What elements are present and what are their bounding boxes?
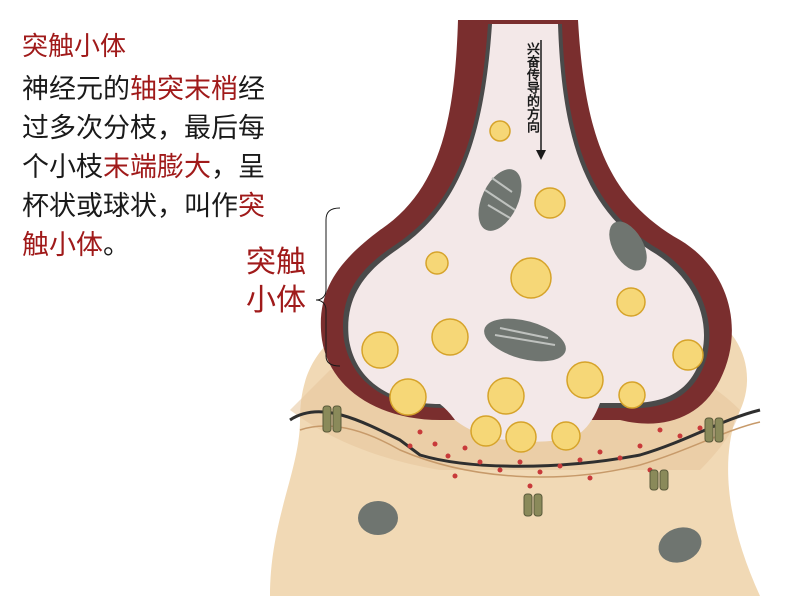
synaptic-knob-label: 突触 小体 — [244, 244, 308, 320]
description-text: 神经元的轴突末梢经过多次分枝，最后每个小枝末端膨大，呈杯状或球状，叫作突触小体。 — [22, 70, 282, 265]
vesicle — [487, 377, 525, 415]
label-line-1: 突触 — [246, 245, 306, 280]
vesicle — [389, 378, 427, 416]
postsynaptic-membrane-inner — [299, 421, 761, 478]
mitochondria-group — [358, 169, 702, 563]
mitochondrion-4 — [358, 501, 398, 535]
vesicle — [425, 251, 449, 275]
vesicle — [489, 120, 511, 142]
desc-highlight-synaptic-knob: 突触小体 — [22, 191, 265, 261]
vesicle — [566, 361, 604, 399]
desc-part-3: ，呈杯状或球状，叫作 — [22, 152, 265, 222]
desc-highlight-end-swelling: 末端膨大 — [103, 152, 211, 183]
vesicle — [616, 287, 646, 317]
neurotransmitter-dots — [407, 425, 703, 489]
label-line-2: 小体 — [246, 283, 306, 318]
conduction-direction-label: 兴奋传导的方向 — [524, 42, 539, 133]
vesicle — [672, 339, 704, 371]
vesicle — [534, 187, 566, 219]
vesicle — [618, 381, 646, 409]
receptor — [649, 469, 659, 491]
page-title: 突触小体 — [22, 32, 127, 62]
receptor — [523, 493, 533, 517]
receptor — [533, 493, 543, 517]
vesicle — [361, 331, 399, 369]
desc-part-1: 神经元的 — [22, 74, 130, 105]
receptor — [332, 405, 342, 433]
receptor — [659, 469, 669, 491]
mitochondrion-2 — [609, 221, 647, 271]
desc-part-2: 经过多次分枝，最后每个小枝 — [22, 74, 265, 183]
vesicle — [551, 421, 581, 451]
receptor — [704, 417, 714, 443]
postsynaptic-membrane — [289, 408, 761, 468]
conduction-arrow-head — [536, 150, 546, 160]
vesicle — [510, 257, 552, 299]
vesicles-group — [361, 120, 704, 453]
desc-part-4: 。 — [103, 230, 130, 261]
vesicle — [470, 415, 502, 447]
desc-highlight-axon-terminal: 轴突末梢 — [130, 74, 238, 105]
label-bracket — [315, 207, 341, 367]
receptors-group — [322, 405, 724, 517]
mitochondrion-5 — [658, 527, 702, 563]
vesicle — [505, 421, 537, 453]
vesicle — [431, 318, 469, 356]
receptor — [322, 405, 332, 433]
receptor — [714, 417, 724, 443]
